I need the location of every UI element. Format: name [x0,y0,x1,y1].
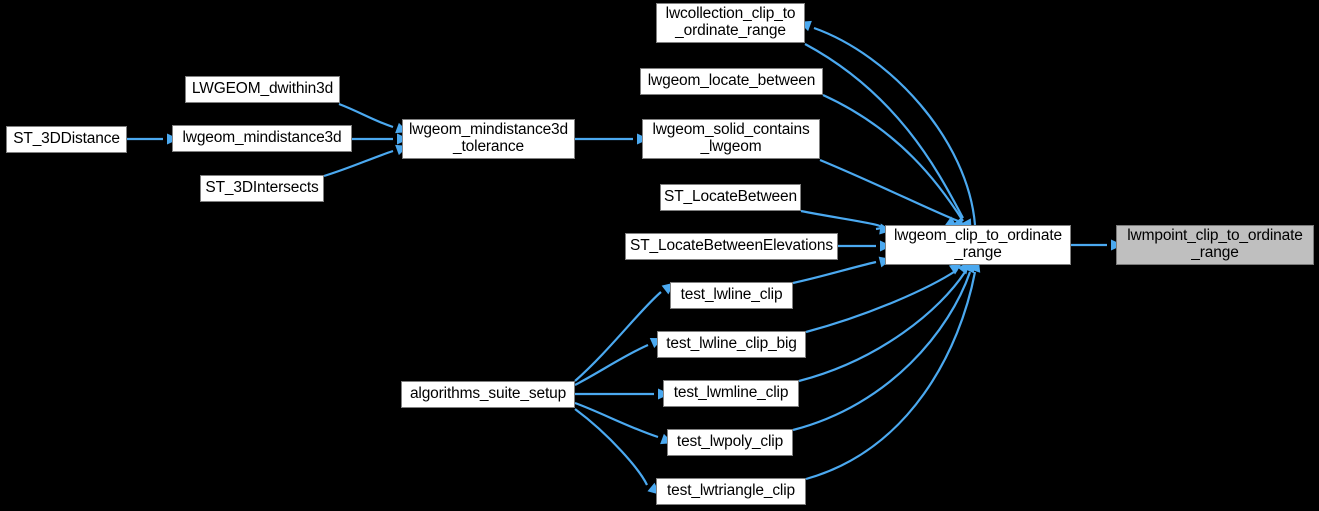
graph-node-lwgeom_dwithin3d[interactable]: LWGEOM_dwithin3d [185,76,340,103]
graph-node-algorithms_suite_setup[interactable]: algorithms_suite_setup [401,381,575,408]
edge-test_lwline_clip-lwgeom_clip [792,260,877,285]
graph-node-lwcollection_clip_to_ordinate_range[interactable]: lwcollection_clip_to _ordinate_range [656,3,805,43]
edge-st_3dintersects-tolerance [323,149,394,178]
graph-node-lwgeom_mindistance3d[interactable]: lwgeom_mindistance3d [172,125,352,152]
edge-test_lwline_clip_big-lwgeom_clip [805,269,958,334]
edge-lwgeom_clip-lwcollection-back [813,26,977,226]
edge-suite-test_lwtriangle_clip [574,408,648,486]
graph-node-test_lwpoly_clip[interactable]: test_lwpoly_clip [667,429,793,456]
edge-test_lwmline_clip-lwgeom_clip [798,271,966,383]
edge-lwgeom_locate_between-lwgeom_clip [822,93,964,222]
graph-node-lwgeom_mindistance3d_tolerance[interactable]: lwgeom_mindistance3d _tolerance [402,119,575,159]
graph-node-st_3ddistance[interactable]: ST_3DDistance [6,126,127,153]
graph-node-test_lwmline_clip[interactable]: test_lwmline_clip [663,380,799,407]
graph-node-lwgeom_solid_contains_lwgeom[interactable]: lwgeom_solid_contains _lwgeom [642,119,820,159]
graph-node-lwgeom_clip_to_ordinate_range[interactable]: lwgeom_clip_to_ordinate _range [885,225,1071,265]
graph-node-test_lwline_clip[interactable]: test_lwline_clip [670,282,793,309]
graph-node-st_3dintersects[interactable]: ST_3DIntersects [200,175,324,202]
edge-st_locatebetween-lwgeom_clip [800,209,883,231]
edge-test_lwtriangle_clip-lwgeom_clip [805,271,977,481]
edge-test_lwpoly_clip-lwgeom_clip [792,271,972,432]
edge-lwcollection-lwgeom_clip [804,43,964,219]
edge-suite-test_lwline_clip_big [574,343,649,386]
edge-lwgeom_solid_contains-lwgeom_clip [819,158,959,223]
edge-suite-test_lwline_clip [574,291,662,382]
edge-lwgeom_dwithin3d-tolerance [338,102,394,129]
graph-node-st_locatebetween[interactable]: ST_LocateBetween [660,184,801,211]
edge-suite-test_lwpoly_clip [574,401,659,439]
graph-node-lwgeom_locate_between[interactable]: lwgeom_locate_between [640,68,823,95]
graph-node-lwmpoint_clip_to_ordinate_range[interactable]: lwmpoint_clip_to_ordinate _range [1116,225,1314,265]
graph-node-st_locatebetweenelevations[interactable]: ST_LocateBetweenElevations [625,233,838,260]
arrow-lwgeom_clip-g [948,263,962,275]
graph-node-test_lwtriangle_clip[interactable]: test_lwtriangle_clip [656,478,806,505]
graph-node-test_lwline_clip_big[interactable]: test_lwline_clip_big [657,331,806,358]
